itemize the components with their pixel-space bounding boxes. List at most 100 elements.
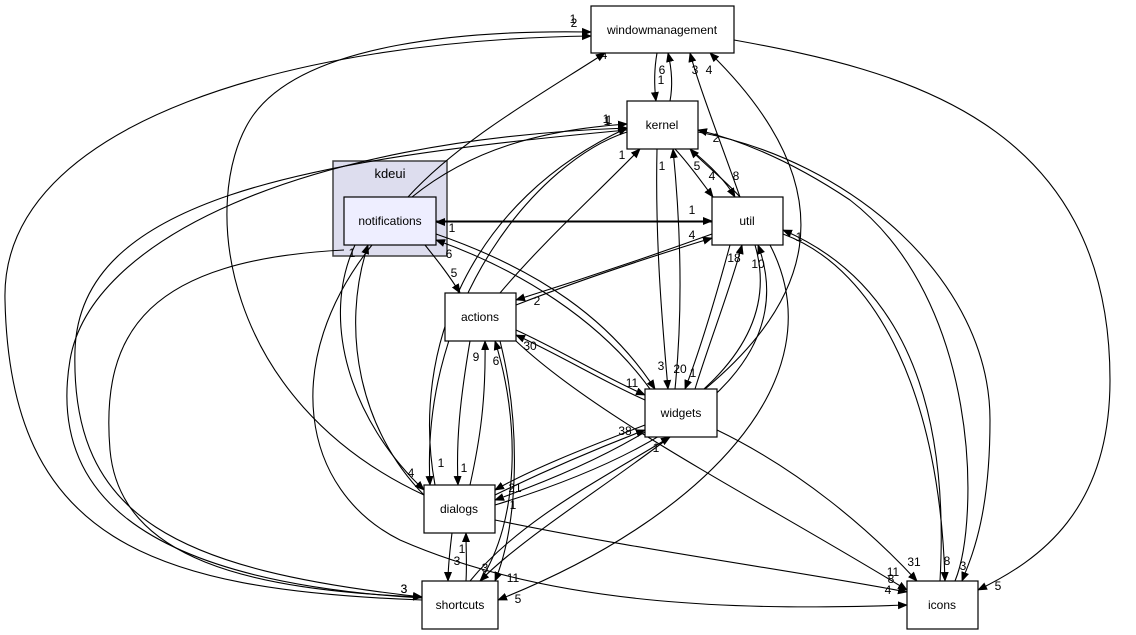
edge-notifications-to-icons[interactable]: 4 xyxy=(312,244,908,610)
edge-label[interactable]: 3 xyxy=(960,559,967,573)
edge-dialogs-to-notifications[interactable]: 1 xyxy=(349,244,425,496)
edge-util-to-windowmanagement[interactable]: 3 xyxy=(688,52,741,198)
edge-widgets-to-shortcuts[interactable]: 11 xyxy=(479,436,671,585)
edge-label[interactable]: 1 xyxy=(659,159,666,173)
edge-label[interactable]: 20 xyxy=(673,362,687,376)
edge-dialogs-to-widgets[interactable]: 38 xyxy=(494,424,646,496)
edge-windowmanagement-to-kernel[interactable]: 1 xyxy=(650,52,665,102)
edge-label[interactable]: 1 xyxy=(349,246,356,260)
edge-notifications-to-util[interactable]: 1 xyxy=(436,203,713,225)
edge-widgets-to-kernel[interactable]: 20 xyxy=(669,148,687,390)
edge-shortcuts-to-widgets[interactable]: 1 xyxy=(469,436,671,582)
edge-notifications-to-kernel[interactable]: 1 xyxy=(411,112,628,198)
edge-label[interactable]: 2 xyxy=(571,16,578,30)
edge-label[interactable]: 4 xyxy=(885,583,892,597)
edge-label[interactable]: 8 xyxy=(888,572,895,586)
node-windowmanagement[interactable]: windowmanagement xyxy=(590,5,735,54)
edge-notifications-to-windowmanagement[interactable]: 4 xyxy=(407,48,608,198)
edge-label[interactable]: 1 xyxy=(438,456,445,470)
edge-label[interactable]: 8 xyxy=(733,169,740,183)
edge-label[interactable]: 3 xyxy=(658,359,665,373)
edge-actions-to-dialogs[interactable]: 1 xyxy=(453,340,471,486)
edge-label[interactable]: 1 xyxy=(796,230,803,244)
edge-label[interactable]: 1 xyxy=(570,12,577,26)
edge-label[interactable]: 5 xyxy=(451,266,458,280)
edge-actions-to-icons[interactable]: 11 xyxy=(515,340,908,591)
edge-label[interactable]: 1 xyxy=(449,221,456,235)
node-icons[interactable]: icons xyxy=(906,580,979,630)
edge-shortcuts-to-dialogs[interactable]: 1 xyxy=(459,532,471,582)
edge-widgets-to-windowmanagement[interactable]: 4 xyxy=(704,52,802,390)
node-util[interactable]: util xyxy=(711,196,784,246)
edge-dialogs-to-util[interactable]: 10 xyxy=(494,244,768,506)
node-actions[interactable]: actions xyxy=(444,292,517,342)
edge-kernel-to-widgets[interactable]: 1 xyxy=(656,148,672,390)
edge-actions-to-util[interactable]: 4 xyxy=(515,228,713,306)
edge-actions-to-shortcuts[interactable]: 3 xyxy=(482,340,515,582)
edge-util-to-dialogs[interactable]: 1 xyxy=(494,244,761,512)
edge-label[interactable]: 11 xyxy=(626,376,639,390)
edge-util-to-notifications[interactable]: 1 xyxy=(435,218,712,235)
edge-kernel-to-windowmanagement[interactable]: 6 xyxy=(659,52,674,102)
edge-label[interactable]: 1 xyxy=(461,461,468,475)
edge-widgets-to-actions[interactable]: 30 xyxy=(515,334,646,401)
edge-kernel-to-util[interactable]: 8 xyxy=(689,148,740,198)
edge-label[interactable]: 2 xyxy=(534,294,541,308)
edge-kernel-to-util[interactable]: 4 xyxy=(674,148,716,198)
edge-label[interactable]: 1 xyxy=(603,112,610,126)
node-kernel[interactable]: kernel xyxy=(626,100,699,150)
node-widgets[interactable]: widgets xyxy=(644,388,718,438)
edge-label[interactable]: 4 xyxy=(709,169,716,183)
edge-label[interactable]: 18 xyxy=(727,251,741,265)
edge-icons-to-kernel[interactable]: 2 xyxy=(697,128,969,582)
edge-label[interactable]: 6 xyxy=(493,354,500,368)
edge-notifications-to-widgets[interactable]: 3 xyxy=(435,233,665,390)
edge-kernel-to-icons[interactable]: 3 xyxy=(697,131,991,582)
edge-label[interactable]: 11 xyxy=(887,565,900,579)
edge-label[interactable]: 30 xyxy=(523,339,537,353)
edge-label[interactable]: 8 xyxy=(944,554,951,568)
edge-widgets-to-icons[interactable]: 31 xyxy=(716,429,921,582)
edge-notifications-to-dialogs[interactable]: 4 xyxy=(339,244,425,491)
edge-label[interactable]: 1 xyxy=(604,114,611,128)
edge-util-to-icons[interactable]: 8 xyxy=(782,233,951,582)
edge-label[interactable]: 5 xyxy=(995,579,1002,593)
edge-label[interactable]: 10 xyxy=(751,257,765,271)
edge-dialogs-to-icons[interactable]: 8 xyxy=(494,519,908,595)
edge-actions-to-kernel[interactable]: 1 xyxy=(499,148,641,294)
edge-kernel-to-dialogs[interactable]: 1 xyxy=(425,131,628,486)
node-dialogs[interactable]: dialogs xyxy=(423,484,496,534)
edge-label[interactable]: 5 xyxy=(694,159,701,173)
edge-label[interactable]: 3 xyxy=(454,554,461,568)
edge-actions-to-widgets[interactable]: 11 xyxy=(515,329,646,396)
node-shortcuts[interactable]: shortcuts xyxy=(421,580,499,630)
edge-label[interactable]: 1 xyxy=(606,113,613,127)
edge-dialogs-to-actions[interactable]: 9 xyxy=(469,340,490,486)
edge-label[interactable]: 6 xyxy=(659,63,666,77)
edge-notifications-to-shortcuts[interactable]: 3 xyxy=(108,249,423,601)
edge-shortcuts-to-kernel[interactable]: 1 xyxy=(66,114,628,599)
edge-shortcuts-to-windowmanagement[interactable]: 1 xyxy=(4,12,592,601)
edge-util-to-widgets[interactable]: 1 xyxy=(684,244,731,390)
edge-label[interactable]: 11 xyxy=(507,571,520,585)
node-notifications[interactable]: notifications xyxy=(343,196,437,246)
edge-dialogs-to-shortcuts[interactable]: 3 xyxy=(444,532,461,582)
edge-label[interactable]: 1 xyxy=(689,203,696,217)
edge-label[interactable]: 1 xyxy=(653,441,660,455)
edge-label[interactable]: 4 xyxy=(408,466,415,480)
edge-windowmanagement-to-icons[interactable]: 5 xyxy=(733,39,1111,593)
edge-label[interactable]: 38 xyxy=(618,424,632,438)
edge-label[interactable]: 1 xyxy=(459,542,466,556)
edge-label[interactable]: 1 xyxy=(510,498,517,512)
edge-widgets-to-notifications[interactable]: 6 xyxy=(435,239,651,390)
edge-widgets-to-util[interactable]: 18 xyxy=(694,244,744,390)
edge-label[interactable]: 3 xyxy=(482,561,489,575)
edge-dialogs-to-kernel[interactable]: 1 xyxy=(428,113,628,486)
edge-label[interactable]: 31 xyxy=(907,555,921,569)
edge-label[interactable]: 1 xyxy=(619,148,626,162)
edge-util-to-actions[interactable]: 2 xyxy=(515,233,713,308)
edge-label[interactable]: 2 xyxy=(713,131,720,145)
edge-label[interactable]: 21 xyxy=(508,481,522,495)
edge-label[interactable]: 4 xyxy=(601,48,608,62)
edge-label[interactable]: 3 xyxy=(692,63,699,77)
